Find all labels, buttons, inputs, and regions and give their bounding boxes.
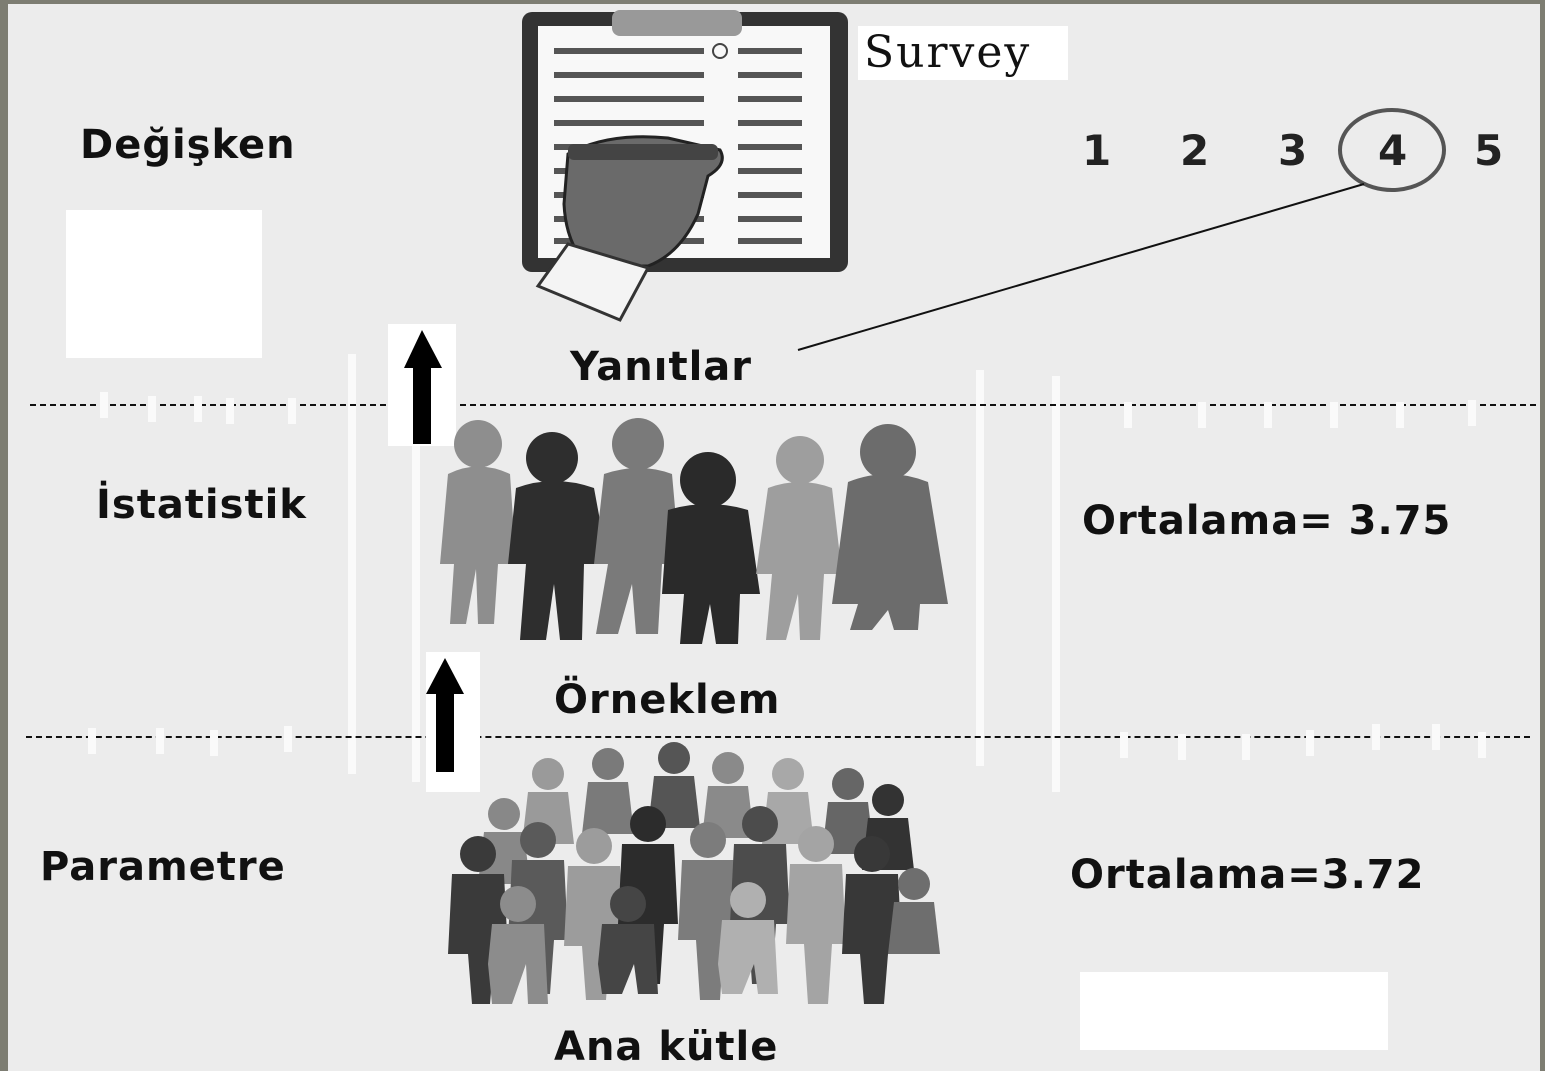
separator-line-top (30, 404, 1536, 406)
blank-box-top-left (66, 210, 262, 358)
tick (100, 392, 108, 418)
tick (1264, 402, 1272, 428)
tick (210, 730, 218, 756)
tick (284, 726, 292, 752)
scale-value-2: 2 (1180, 126, 1210, 175)
survey-label: Survey (858, 26, 1068, 80)
selected-answer-circle (1338, 108, 1446, 192)
parameter-label: Parametre (40, 844, 286, 890)
divider-stripe (976, 370, 984, 766)
statistic-label: İstatistik (96, 482, 307, 528)
scale-value-3: 3 (1278, 126, 1308, 175)
divider-stripe (348, 354, 356, 774)
sample-label: Örneklem (554, 677, 781, 723)
tick (1198, 402, 1206, 428)
tick (1330, 402, 1338, 428)
responses-label: Yanıtlar (570, 344, 753, 390)
tick (1120, 732, 1128, 758)
tick (1306, 730, 1314, 756)
tick (1468, 400, 1476, 426)
tick (288, 398, 296, 424)
population-label: Ana kütle (554, 1024, 779, 1070)
divider-stripe (412, 434, 420, 782)
tick (1432, 724, 1440, 750)
separator-line-bottom (26, 736, 1530, 738)
diagram-canvas: Değişken İstatistik Parametre Yanıtlar Ö… (8, 4, 1540, 1071)
tick (156, 728, 164, 754)
arrow-up-icon (426, 652, 480, 792)
tick (1178, 734, 1186, 760)
tick (88, 728, 96, 754)
scale-value-4: 4 (1378, 126, 1408, 175)
tick (1372, 724, 1380, 750)
clipboard-hand-icon (522, 10, 848, 322)
population-mean-label: Ortalama=3.72 (1070, 852, 1425, 898)
sample-people-icon (440, 418, 948, 644)
scale-value-1: 1 (1082, 126, 1112, 175)
tick (1478, 732, 1486, 758)
tick (1396, 402, 1404, 428)
divider-stripe (1052, 376, 1060, 792)
graphics-layer (388, 10, 1446, 1004)
blank-box-bottom-right (1080, 972, 1388, 1050)
tick (148, 396, 156, 422)
arrow-up-icon (388, 324, 456, 446)
tick (1242, 734, 1250, 760)
variable-label: Değişken (80, 122, 296, 168)
scale-value-5: 5 (1474, 126, 1504, 175)
sample-mean-label: Ortalama= 3.75 (1082, 498, 1452, 544)
response-pointer-line (797, 183, 1365, 351)
population-crowd-icon (448, 742, 940, 1004)
tick (194, 396, 202, 422)
tick (1124, 402, 1132, 428)
tick (226, 398, 234, 424)
